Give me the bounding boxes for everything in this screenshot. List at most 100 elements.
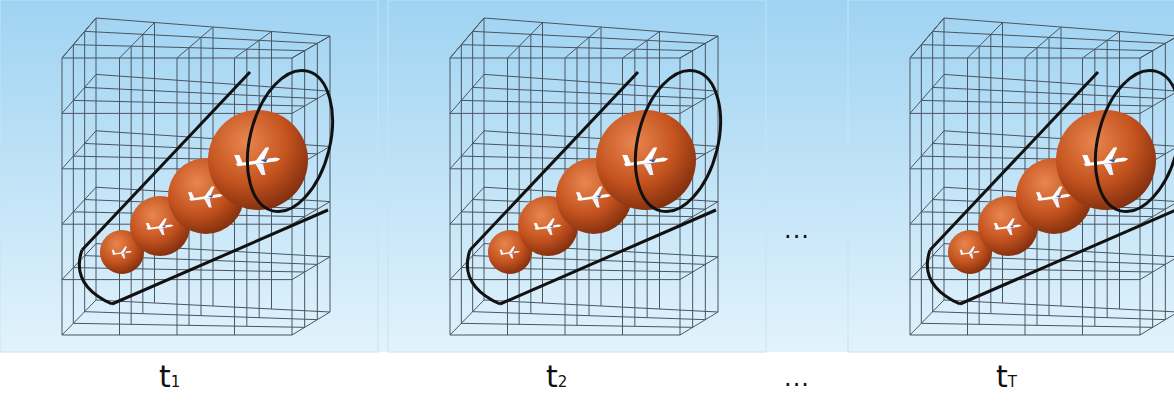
grid-line — [461, 100, 692, 106]
grid-line — [910, 187, 944, 224]
grid-line — [967, 58, 968, 335]
grid-line — [472, 31, 473, 311]
time-label: t2 — [546, 362, 567, 392]
grid-line — [921, 45, 922, 324]
grid-line — [142, 34, 143, 313]
ellipsis: ... — [784, 366, 810, 390]
grid-line — [921, 323, 1152, 327]
grid-line — [84, 31, 85, 311]
cone-outline — [467, 61, 734, 304]
grid-line — [542, 23, 543, 304]
grid-line — [484, 300, 718, 312]
grid-line — [565, 27, 601, 58]
airplane-icon — [1082, 148, 1128, 176]
grid-line — [623, 32, 660, 59]
grid-line — [1140, 36, 1174, 58]
grid-line — [530, 34, 531, 313]
grid-line — [154, 23, 155, 304]
grid-line — [484, 74, 718, 91]
airplane-icon — [234, 148, 280, 176]
grid-line — [461, 45, 462, 324]
grid-line — [330, 36, 331, 312]
grid-line — [692, 51, 693, 328]
grid-line — [979, 46, 980, 324]
sphere — [208, 110, 308, 210]
grid-line — [292, 36, 330, 58]
airplane-icon — [534, 219, 562, 236]
grid-line — [910, 58, 911, 335]
airplane-icon — [622, 148, 668, 176]
grid-line — [1140, 36, 1174, 58]
grid-line — [292, 91, 330, 113]
grid-line — [292, 36, 330, 58]
grid-line — [62, 58, 63, 335]
grid-line — [910, 18, 944, 58]
grid-line — [73, 45, 74, 324]
grid-line — [62, 74, 96, 113]
grid-line — [304, 51, 305, 328]
grid-line — [1140, 312, 1174, 335]
grid-line — [62, 187, 96, 224]
panel-frame — [848, 0, 1174, 352]
grid-line — [508, 23, 543, 59]
grid-line — [96, 74, 330, 91]
time-panel — [0, 0, 378, 352]
grid-line — [921, 100, 1152, 106]
sphere — [596, 110, 696, 210]
sky-ground — [0, 0, 1174, 352]
grid-line — [450, 335, 680, 336]
voxel-grid — [450, 18, 718, 335]
grid-line — [96, 300, 330, 312]
grid-line — [910, 131, 944, 169]
grid-line — [62, 18, 96, 58]
voxel-grid — [910, 18, 1174, 335]
grid-line — [933, 87, 1166, 98]
grid-line — [680, 36, 718, 58]
grid-line — [1025, 27, 1061, 58]
grid-line — [680, 91, 718, 113]
grid-line — [62, 335, 292, 336]
grid-line — [73, 100, 304, 106]
grid-line — [235, 32, 272, 59]
grid-line — [718, 36, 719, 312]
grid-line — [507, 58, 508, 335]
grid-line — [680, 312, 718, 335]
grid-line — [910, 18, 944, 58]
grid-line — [680, 257, 718, 280]
cone-outline — [927, 61, 1174, 304]
airplane-icon — [112, 247, 132, 259]
grid-line — [292, 257, 330, 280]
airplane-icon — [146, 219, 174, 236]
grid-line — [910, 300, 944, 335]
grid-line — [1152, 51, 1153, 328]
grid-line — [119, 58, 120, 335]
grid-line — [450, 18, 484, 58]
grid-line — [85, 312, 318, 320]
time-panel — [848, 0, 1174, 352]
grid-line — [450, 300, 484, 335]
grid-line — [473, 87, 706, 98]
panel-frame — [0, 0, 378, 352]
grid-line — [131, 46, 132, 324]
grid-line — [473, 312, 706, 320]
grid-line — [450, 58, 451, 335]
grid-line — [1002, 23, 1003, 304]
grid-line — [1083, 32, 1120, 59]
grid-line — [944, 18, 945, 300]
ellipsis: ... — [784, 218, 810, 242]
time-panel — [388, 0, 766, 352]
grid-line — [450, 18, 484, 58]
grid-line — [292, 312, 330, 335]
airplane-icon — [994, 219, 1022, 236]
time-label: t1 — [159, 362, 180, 392]
grid-line — [62, 18, 96, 58]
grid-line — [968, 23, 1003, 59]
grid-line — [461, 323, 692, 327]
cone-outline — [79, 61, 346, 304]
grid-line — [450, 131, 484, 169]
grid-line — [932, 31, 933, 311]
grid-line — [944, 300, 1174, 312]
grid-line — [85, 87, 318, 98]
grid-line — [519, 46, 520, 324]
